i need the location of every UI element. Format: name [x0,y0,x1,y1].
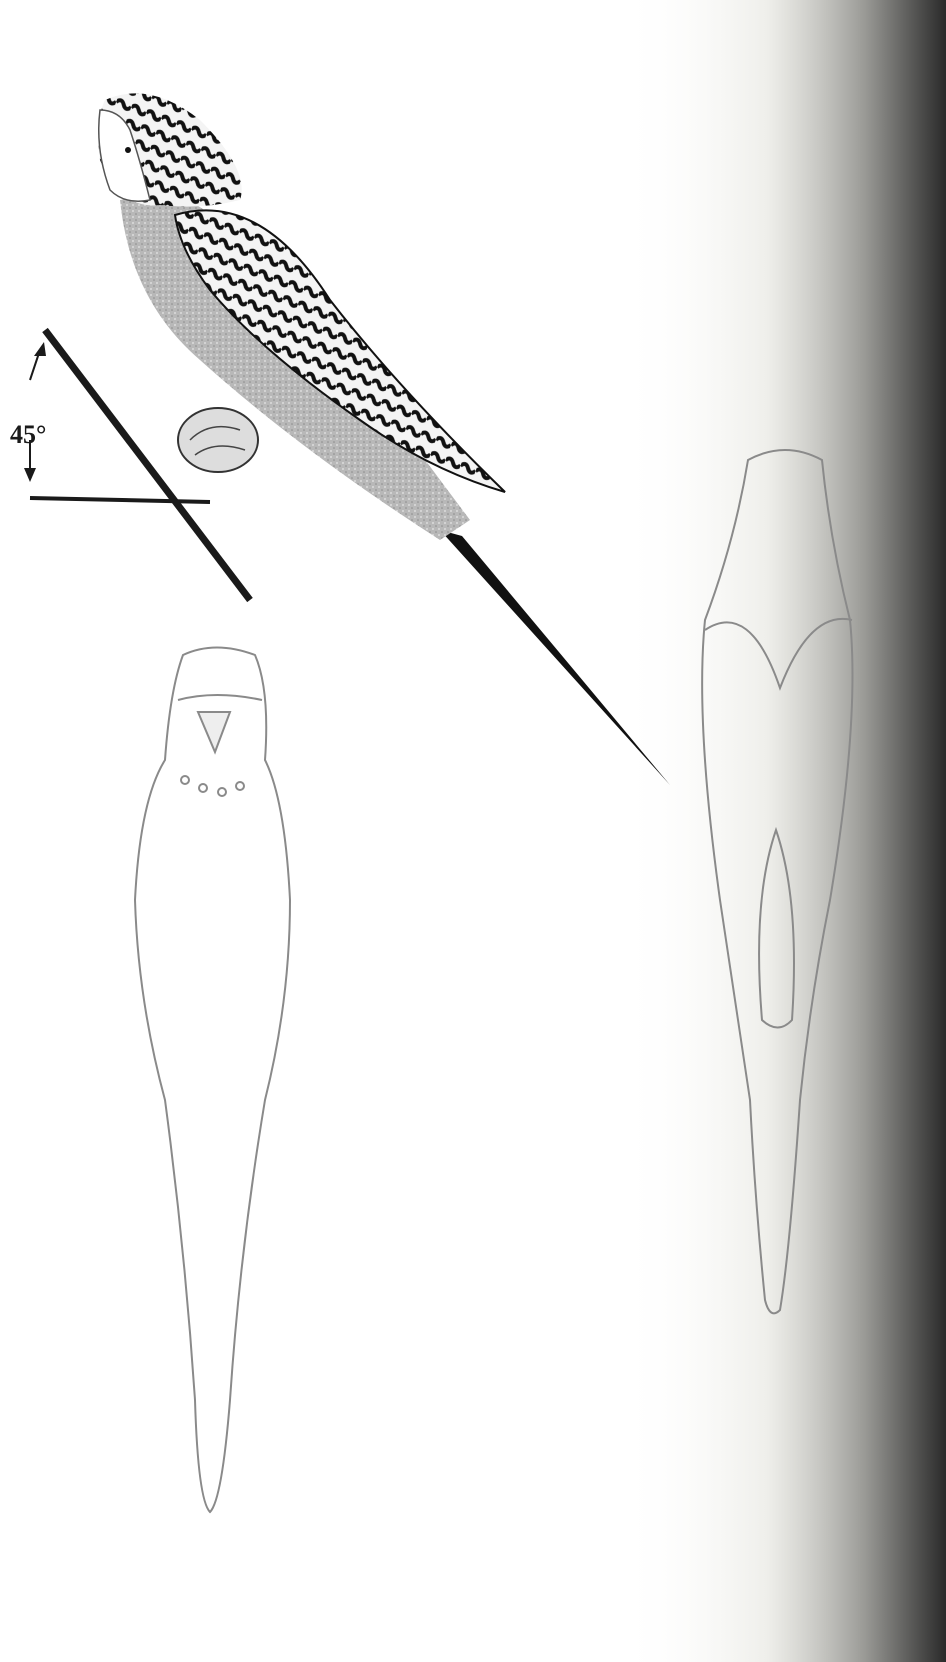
eye [125,147,131,153]
angle-label: 45° [10,420,46,450]
budgerigar-front-view [135,648,290,1513]
angle-arrow-up-icon [30,342,46,380]
front-face-mask [178,695,262,700]
front-beak [198,712,230,752]
front-outline [135,648,290,1513]
page-gutter-shadow [620,0,946,1662]
budgerigar-side-view [98,93,670,785]
throat-spots [181,776,244,796]
horizontal-reference-line [30,498,210,502]
